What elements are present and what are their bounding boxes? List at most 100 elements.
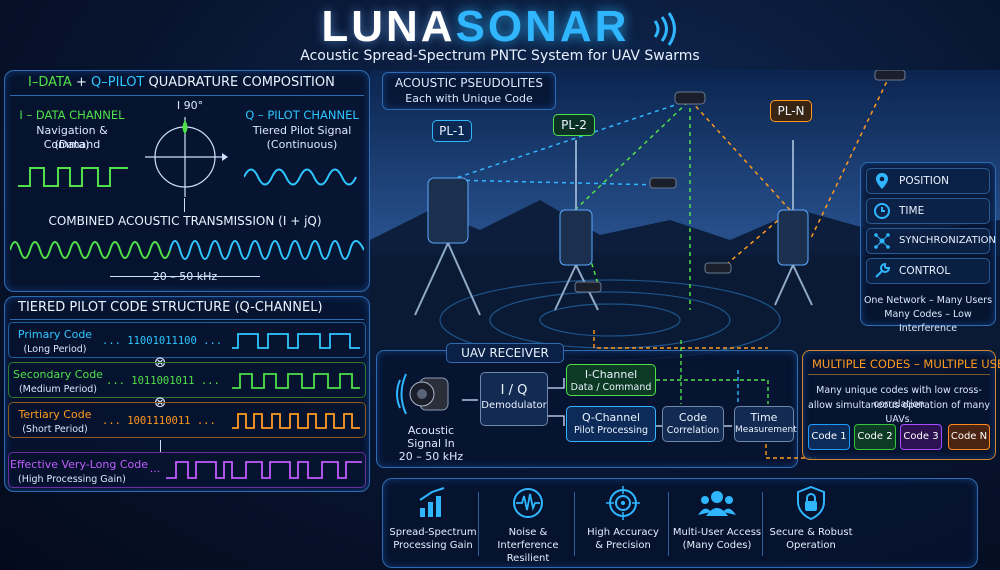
legend-footer-1: One Network – Many Users: [863, 295, 993, 306]
feature-5-line2: Operation: [786, 540, 836, 551]
polar-axis-label: I 90°: [176, 99, 204, 112]
sound-waves-icon: [653, 12, 676, 47]
tiered-code-panel: [4, 296, 370, 492]
quadrature-title-q: Q–PILOT: [91, 75, 145, 90]
receiver-flow-arrows: [462, 330, 816, 459]
primary-code-sub: (Long Period): [23, 344, 87, 355]
feature-separator: [478, 492, 479, 556]
legend-control: CONTROL: [866, 258, 990, 284]
multi-user-text-1: Many unique codes with low cross-correla…: [816, 385, 982, 410]
demod-line1: I / Q: [500, 383, 528, 398]
legend-time-label: TIME: [899, 205, 925, 217]
receiver-input-line1: Acoustic: [407, 424, 455, 437]
feature-2-line2: Resilient: [506, 553, 550, 564]
corr-line2: Correlation: [666, 425, 720, 436]
quadrature-title: I–DATA + Q–PILOT QUADRATURE COMPOSITION: [28, 75, 335, 90]
pl2-tag: PL-2: [553, 114, 595, 136]
tiered-row-effective: [8, 452, 366, 488]
feature-secure: Secure & Robust Operation: [764, 482, 858, 564]
feature-processing-gain: Spread-Spectrum Processing Gain: [386, 482, 480, 564]
iq-demodulator: I / Q Demodulator: [480, 372, 548, 426]
secondary-code-sub: (Medium Period): [18, 384, 98, 395]
qch-line2: Pilot Processing: [573, 425, 649, 436]
pl1-tag: PL-1: [432, 120, 472, 142]
multi-user-text-2: allow simultaneous operation of many UAV…: [808, 400, 990, 425]
corr-line1: Code: [678, 411, 708, 424]
feature-2-line1: Noise & Interference: [497, 527, 559, 551]
i-channel-square-wave: [18, 167, 128, 187]
pseudolites-panel: [382, 72, 556, 110]
multi-user-divider: [808, 374, 990, 375]
feature-3-line2: & Precision: [595, 540, 651, 551]
legend-footer-2: Many Codes – Low Interference: [884, 309, 972, 334]
pseudolites-subtitle: Each with Unique Code: [405, 92, 533, 105]
multi-user-title: MULTIPLE CODES – MULTIPLE USERS: [812, 357, 1000, 371]
i-channel-line2: (Data): [54, 138, 90, 151]
quadrature-title-plus: +: [75, 75, 87, 90]
effective-arrow: [160, 440, 161, 452]
effective-code-wave: [166, 461, 362, 479]
time-line2: Measurement: [735, 425, 797, 435]
legend-position: POSITION: [866, 168, 990, 194]
band-label: 20 – 50 kHz: [152, 270, 218, 283]
code-chip-2: Code 2: [854, 424, 896, 450]
bar-chart-icon: [419, 487, 445, 517]
lock-icon: [797, 486, 825, 520]
feature-3-line1: High Accuracy: [587, 527, 659, 538]
iq-constellation-diagram: [145, 117, 228, 197]
ich-line2: Data / Command: [570, 382, 652, 393]
combined-waveform: [10, 240, 364, 260]
legend-position-label: POSITION: [899, 175, 949, 187]
tertiary-code-bits: ... 1001110011 ...: [102, 415, 216, 427]
secondary-code-name: Secondary Code: [13, 368, 103, 381]
feature-multi-user: Multi-User Access (Many Codes): [670, 482, 764, 564]
target-icon: [606, 486, 640, 520]
primary-code-name: Primary Code: [17, 328, 93, 341]
receiver-title: UAV RECEIVER: [446, 343, 564, 363]
code-chip-n: Code N: [948, 424, 990, 450]
feature-4-line1: Multi-User Access: [672, 527, 762, 538]
time-measurement-node: Time Measurement: [734, 406, 797, 442]
feature-separator: [574, 492, 575, 556]
i-channel-node: I-Channel Data / Command: [566, 364, 656, 396]
combined-title: COMBINED ACOUSTIC TRANSMISSION (I + jQ): [48, 214, 322, 228]
q-channel-node: Q-Channel Pilot Processing: [566, 406, 656, 442]
map-pin-icon: [876, 173, 888, 189]
title-luna: LUNA: [321, 2, 456, 51]
band-bracket: [110, 276, 260, 277]
feature-noise-resilient: Noise & Interference Resilient: [480, 482, 576, 564]
receiver-input-line3: 20 – 50 kHz: [398, 450, 464, 463]
features-panel: [382, 478, 978, 568]
code-correlation-node: Code Correlation: [662, 406, 724, 442]
pseudolites-title: ACOUSTIC PSEUDOLITES: [395, 76, 543, 90]
quadrature-title-i: I–DATA: [28, 75, 72, 90]
tiered-row-tertiary: [8, 402, 366, 438]
q-channel-title: Q – PILOT CHANNEL: [245, 108, 359, 122]
qch-line1: Q-Channel: [581, 411, 641, 424]
code-chip-3: Code 3: [900, 424, 942, 450]
tertiary-code-wave: [232, 413, 360, 429]
feature-separator: [668, 492, 669, 556]
code-chip-1: Code 1: [808, 424, 850, 450]
legend-control-label: CONTROL: [899, 265, 951, 277]
combine-arrow: [184, 198, 185, 212]
i-channel-line1: Navigation & Command: [36, 124, 108, 151]
tiered-row-primary: [8, 322, 366, 358]
effective-code-bits: ...: [149, 462, 161, 475]
quadrature-divider: [10, 95, 364, 96]
effective-code-name: Effective Very-Long Code: [10, 458, 149, 471]
primary-code-bits: ... 11001011100 ...: [102, 335, 223, 347]
q-channel-line1: Tiered Pilot Signal: [252, 124, 352, 137]
legend-synchronization-label: SYNCHRONIZATION: [899, 235, 997, 246]
tertiary-code-sub: (Short Period): [22, 424, 88, 435]
feature-4-line2: (Many Codes): [682, 540, 752, 551]
feature-1-line1: Spread-Spectrum: [389, 527, 477, 538]
legend-time: TIME: [866, 198, 990, 224]
secondary-code-bits: ... 1011001011 ...: [106, 375, 220, 387]
clock-icon: [874, 203, 890, 219]
primary-code-wave: [232, 333, 360, 349]
ich-line1: I-Channel: [584, 368, 638, 381]
feature-5-line1: Secure & Robust: [769, 527, 853, 538]
effective-code-sub: (High Processing Gain): [18, 474, 126, 485]
feature-accuracy: High Accuracy & Precision: [576, 482, 670, 564]
